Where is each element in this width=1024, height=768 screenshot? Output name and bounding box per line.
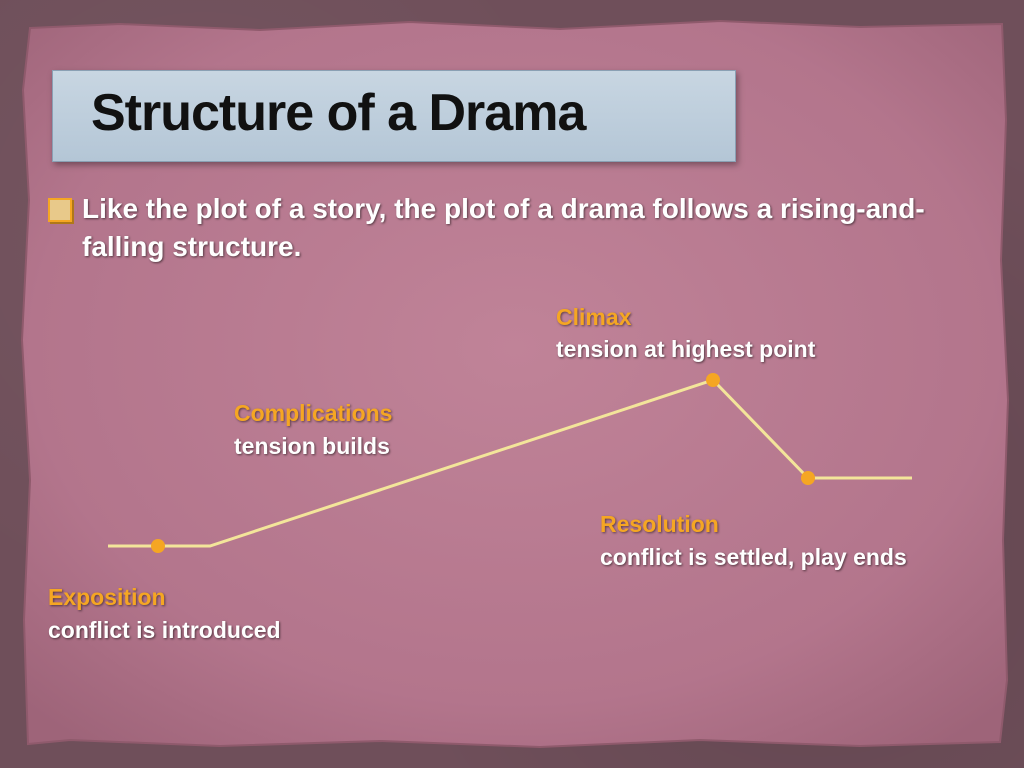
exposition-label: Exposition bbox=[48, 584, 166, 610]
title-box: Structure of a Drama bbox=[52, 70, 736, 162]
climax-description: tension at highest point bbox=[556, 336, 816, 362]
resolution-description: conflict is settled, play ends bbox=[600, 544, 907, 570]
climax-label: Climax bbox=[556, 304, 632, 330]
exposition-description: conflict is introduced bbox=[48, 617, 281, 643]
square-bullet-icon bbox=[48, 198, 72, 222]
slide-title: Structure of a Drama bbox=[91, 84, 586, 142]
resolution-label: Resolution bbox=[600, 511, 719, 537]
complications-label: Complications bbox=[234, 400, 393, 426]
bullet-text: Like the plot of a story, the plot of a … bbox=[82, 193, 925, 262]
resolution-marker bbox=[801, 471, 815, 485]
exposition-marker bbox=[151, 539, 165, 553]
climax-marker bbox=[706, 373, 720, 387]
complications-description: tension builds bbox=[234, 433, 390, 459]
plot-line bbox=[108, 378, 912, 548]
